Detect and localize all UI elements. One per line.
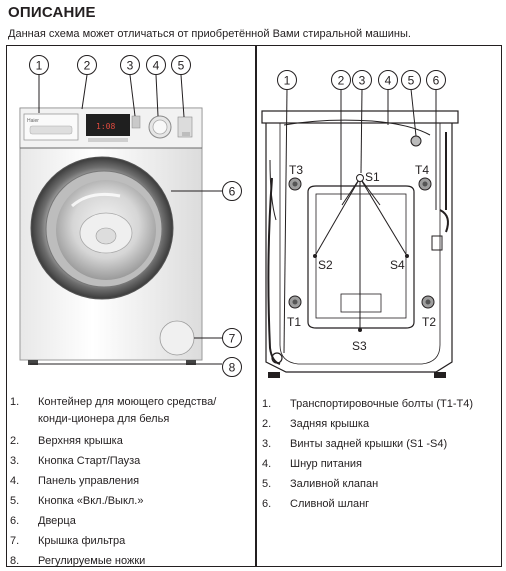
detergent-drawer <box>23 113 79 141</box>
bolt-t3 <box>288 177 302 191</box>
door <box>30 156 174 300</box>
svg-text:1: 1 <box>284 74 291 88</box>
list-item: 1.Контейнер для моющего средства/ конди-… <box>10 396 217 425</box>
list-item: 4.Панель управления <box>10 475 140 487</box>
label-t3: T3 <box>289 163 303 177</box>
list-item: 1.Транспортировочные болты (T1-T4) <box>262 398 474 410</box>
list-item: 8.Регулируемые ножки <box>10 555 146 567</box>
screw-leaders <box>314 177 408 330</box>
inlet-valve <box>410 135 422 147</box>
front-callout-6: 6 <box>222 181 242 201</box>
front-callout-7: 7 <box>222 328 242 348</box>
svg-text:7: 7 <box>229 332 236 346</box>
bolt-t1 <box>288 295 302 309</box>
front-legend: 1.Контейнер для моющего средства/ конди-… <box>10 394 246 571</box>
svg-text:5: 5 <box>178 59 185 73</box>
bolt-t4 <box>418 177 432 191</box>
label-s3: S3 <box>352 339 367 353</box>
list-item: 7.Крышка фильтра <box>10 535 126 547</box>
svg-text:1: 1 <box>36 59 43 73</box>
front-callouts <box>30 74 222 365</box>
front-callout-8: 8 <box>222 357 242 377</box>
start-pause-button <box>131 115 141 129</box>
program-knob <box>148 115 172 139</box>
power-button <box>177 116 193 138</box>
list-item: 5.Заливной клапан <box>262 478 379 490</box>
label-s4: S4 <box>390 258 405 272</box>
svg-text:2: 2 <box>338 74 345 88</box>
screw-s2 <box>313 254 317 258</box>
svg-text:3: 3 <box>127 59 134 73</box>
screw-s4 <box>405 254 409 258</box>
svg-text:2: 2 <box>84 59 91 73</box>
screw-s3 <box>358 328 362 332</box>
front-callout-5: 5 <box>171 55 191 75</box>
front-callout-3: 3 <box>120 55 140 75</box>
back-callout-6: 6 <box>426 70 446 90</box>
label-t4: T4 <box>415 163 429 177</box>
drain-hose <box>431 132 449 251</box>
front-legend-box <box>6 388 256 567</box>
list-item: 3.Кнопка Старт/Пауза <box>10 455 141 467</box>
front-callout-2: 2 <box>77 55 97 75</box>
list-item: 4.Шнур питания <box>262 458 363 470</box>
svg-text:4: 4 <box>385 74 392 88</box>
list-item: 6.Сливной шланг <box>262 498 370 510</box>
svg-text:5: 5 <box>408 74 415 88</box>
back-cover <box>307 185 415 329</box>
screw-s1 <box>356 174 364 182</box>
back-callout-3: 3 <box>352 70 372 90</box>
control-panel: 1:08 <box>86 114 130 142</box>
back-callout-5: 5 <box>401 70 421 90</box>
svg-text:6: 6 <box>433 74 440 88</box>
back-view-panel <box>256 45 502 390</box>
front-callout-4: 4 <box>146 55 166 75</box>
label-t2: T2 <box>422 315 436 329</box>
back-callout-4: 4 <box>378 70 398 90</box>
back-callouts <box>283 88 437 354</box>
back-legend: 1.Транспортировочные болты (T1-T4) 2.Зад… <box>262 394 494 514</box>
back-legend-box <box>256 388 502 567</box>
label-t1: T1 <box>287 315 301 329</box>
filter-cover <box>159 320 195 356</box>
label-s1: S1 <box>365 170 380 184</box>
display-readout: 1:08 <box>96 122 115 131</box>
label-s2: S2 <box>318 258 333 272</box>
front-washing-machine: Haier 1:08 <box>19 107 203 365</box>
list-item: 2.Задняя крышка <box>262 418 370 430</box>
back-callout-2: 2 <box>331 70 351 90</box>
list-item: 5.Кнопка «Вкл./Выкл.» <box>10 495 144 507</box>
list-item: 2.Верхняя крышка <box>10 435 123 447</box>
brand-label: Haier <box>27 118 39 124</box>
svg-text:3: 3 <box>359 74 366 88</box>
page-title: ОПИСАНИЕ <box>8 4 96 21</box>
page-subtitle: Данная схема может отличаться от приобре… <box>8 28 411 40</box>
list-item: 6.Дверца <box>10 515 76 527</box>
back-callout-1: 1 <box>277 70 297 90</box>
list-item: 3.Винты задней крышки (S1 -S4) <box>262 438 448 450</box>
svg-text:8: 8 <box>229 361 236 375</box>
svg-text:4: 4 <box>153 59 160 73</box>
front-callout-1: 1 <box>29 55 49 75</box>
svg-text:6: 6 <box>229 185 236 199</box>
bolt-t2 <box>421 295 435 309</box>
adjustable-feet <box>28 360 196 365</box>
